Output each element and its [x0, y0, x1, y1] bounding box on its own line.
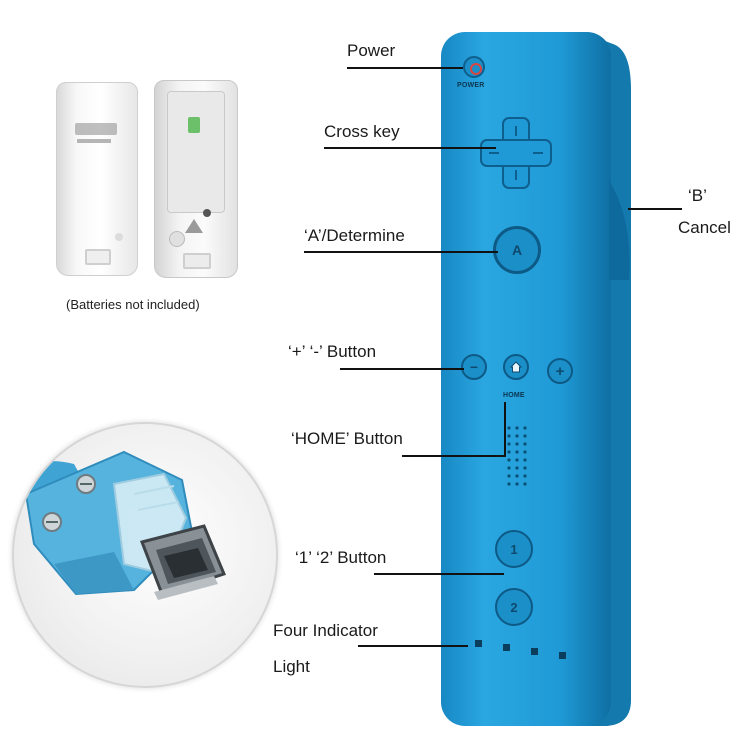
label-plus-minus: ‘+’ ‘-’ Button [288, 342, 377, 361]
battery-cover-notch [115, 233, 123, 241]
plus-icon: + [555, 362, 565, 380]
label-home: ‘HOME’ Button [291, 429, 403, 448]
power-icon [470, 63, 482, 75]
label-b-2: Cancel [678, 218, 731, 237]
label-cross-key: Cross key [324, 122, 400, 141]
button-1[interactable]: 1 [495, 530, 533, 568]
leader-plus-minus [340, 368, 464, 370]
label-one-two: ‘1’ ‘2’ Button [295, 548, 387, 567]
battery-compartment [167, 91, 225, 213]
label-indicator-2: Light [273, 657, 310, 676]
battery-contact [188, 117, 200, 133]
battery-cover-front [56, 82, 138, 276]
wii-remote-body [441, 32, 631, 726]
leader-power [347, 67, 463, 69]
a-button-label: A [511, 242, 523, 258]
battery-cover-latch [183, 253, 211, 269]
battery-cover-knob [169, 231, 185, 247]
connector-plug-image [14, 450, 227, 600]
warning-triangle-icon [185, 219, 203, 233]
leader-one-two [374, 573, 504, 575]
leader-b [628, 208, 682, 210]
minus-icon: − [469, 359, 479, 375]
label-a-determine: ‘A’/Determine [304, 226, 405, 245]
leader-indicator [358, 645, 468, 647]
leader-cross-key [324, 147, 496, 149]
leader-home-v [504, 402, 506, 457]
leader-a-determine [304, 251, 498, 253]
battery-cover-latch [85, 249, 111, 265]
battery-screw [203, 209, 211, 217]
home-tag: HOME [503, 392, 525, 399]
button-2-label: 2 [510, 599, 518, 615]
leader-home-h [402, 455, 506, 457]
power-button[interactable] [463, 56, 485, 78]
wii-remote: POWER A − + HOME 1 2 [437, 30, 633, 728]
connector-plug-photo [12, 422, 278, 688]
label-b-1: ‘B’ [688, 186, 707, 205]
battery-cover-back [154, 80, 238, 278]
label-power: Power [347, 41, 396, 60]
label-indicator-1: Four Indicator [273, 621, 378, 640]
battery-caption: (Batteries not included) [66, 297, 200, 312]
plus-button[interactable]: + [547, 358, 573, 384]
home-button[interactable] [503, 354, 529, 380]
home-icon [510, 361, 522, 373]
minus-button[interactable]: − [461, 354, 487, 380]
button-1-label: 1 [510, 541, 518, 557]
battery-cover-brand-logo [75, 123, 117, 135]
button-2[interactable]: 2 [495, 588, 533, 626]
a-button[interactable]: A [493, 226, 541, 274]
power-tag: POWER [457, 82, 485, 89]
battery-cover-fine-print [77, 139, 111, 143]
